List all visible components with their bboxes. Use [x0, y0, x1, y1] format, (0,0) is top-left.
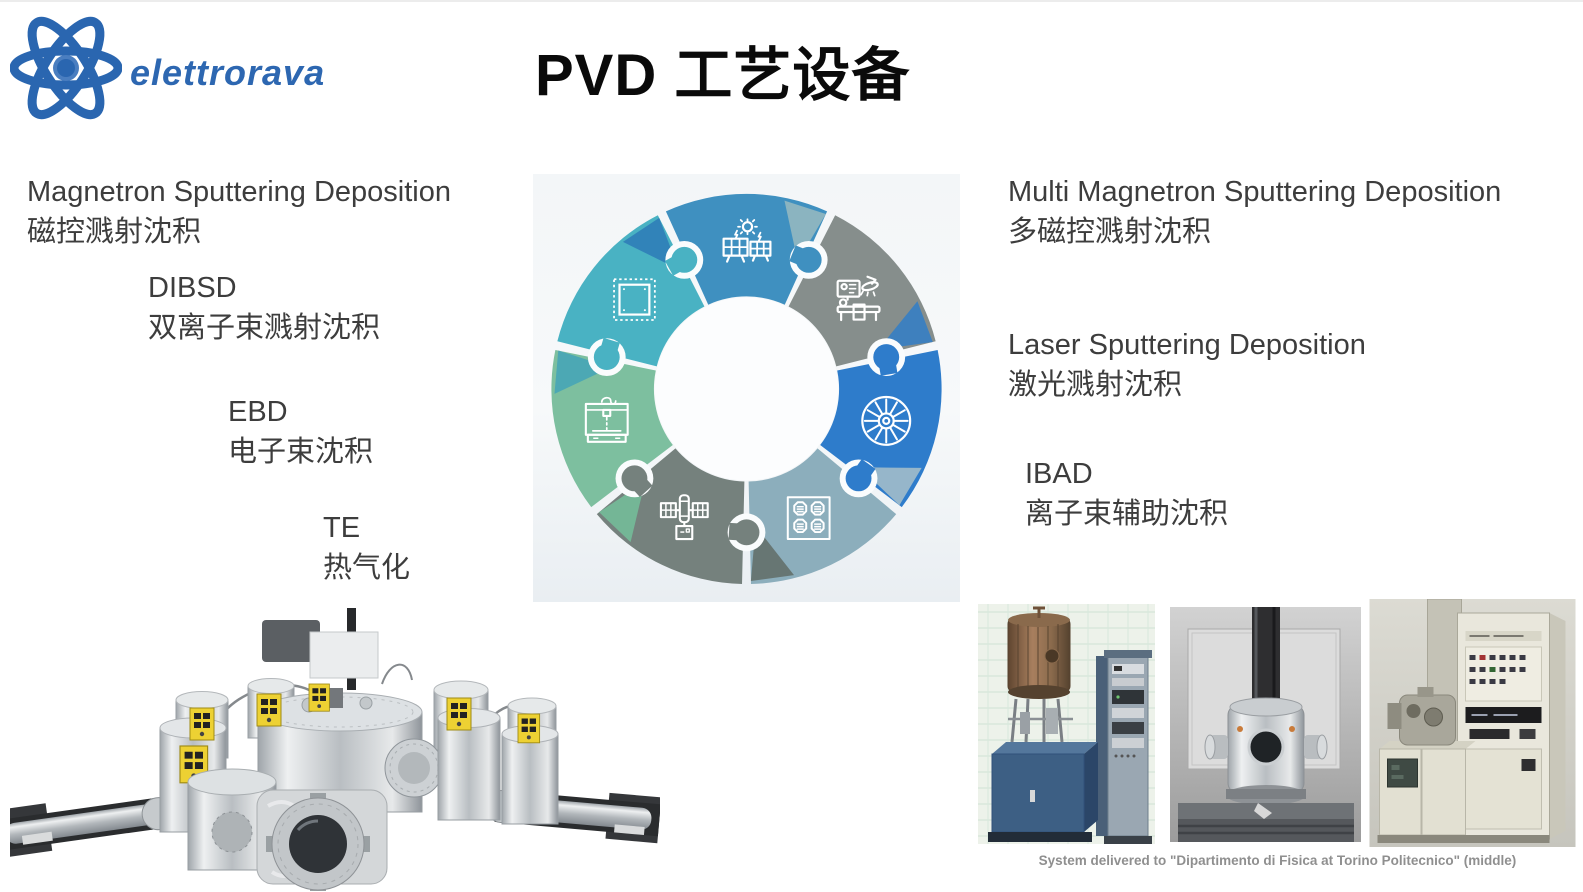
photo-caption: System delivered to "Dipartimento di Fis…	[1038, 853, 1517, 868]
label-magnetron-sputtering: Magnetron Sputtering Deposition 磁控溅射沈积	[27, 172, 451, 252]
puzzle-knob	[593, 344, 620, 371]
bell-jar-illustration	[978, 604, 1155, 844]
piece-accent	[622, 217, 679, 270]
atom-icon	[10, 16, 122, 120]
pvd-process-puzzle-diagram	[533, 174, 960, 602]
puzzle-knob	[845, 465, 872, 492]
label-en: DIBSD	[148, 272, 237, 304]
puzzle-knob	[733, 519, 760, 546]
photo-white-deposition-system	[1368, 599, 1577, 847]
label-en: Multi Magnetron Sputtering Deposition	[1008, 176, 1502, 208]
label-zh: 电子束沈积	[228, 436, 374, 468]
label-en: IBAD	[1025, 458, 1093, 490]
label-zh: 多磁控溅射沈积	[1008, 216, 1212, 248]
piece-accent	[784, 200, 826, 262]
label-zh: 离子束辅助沈积	[1025, 498, 1229, 530]
label-zh: 磁控溅射沈积	[27, 216, 202, 248]
puzzle-knob	[873, 344, 900, 371]
label-zh: 热气化	[323, 552, 411, 584]
label-ebd: EBD 电子束沈积	[228, 392, 373, 472]
column-chamber-illustration	[1170, 607, 1361, 842]
label-en: Magnetron Sputtering Deposition	[27, 176, 451, 208]
logo: elettrorava	[8, 4, 348, 134]
puzzle-knob	[621, 465, 648, 492]
photo-cluster-deposition-system	[0, 600, 662, 892]
photo-torino-chamber	[1168, 607, 1363, 842]
label-zh: 双离子束溅射沈积	[148, 312, 381, 344]
label-en: TE	[323, 512, 361, 544]
piece-accent	[554, 350, 611, 394]
puzzle-knob	[671, 246, 698, 273]
photo-bell-jar-system	[978, 604, 1155, 844]
label-zh: 激光溅射沈积	[1008, 369, 1183, 401]
cluster-tool-illustration	[0, 608, 662, 891]
puzzle-knob	[795, 246, 822, 273]
label-ibad: IBAD 离子束辅助沈积	[1025, 454, 1228, 534]
white-system-illustration	[1369, 599, 1576, 847]
label-multi-magnetron: Multi Magnetron Sputtering Deposition 多磁…	[1008, 172, 1501, 252]
puzzle-center	[654, 297, 839, 481]
label-en: Laser Sputtering Deposition	[1008, 329, 1366, 361]
label-en: EBD	[228, 396, 288, 428]
label-dibsd: DIBSD 双离子束溅射沈积	[148, 268, 380, 348]
label-te: TE 热气化	[323, 508, 410, 588]
piece-accent	[878, 301, 933, 350]
page-title: PVD 工艺设备	[535, 43, 911, 108]
logo-wordmark: elettrorava	[130, 52, 326, 93]
puzzle-piece-wafer-chips	[748, 448, 897, 585]
puzzle-ring	[551, 193, 942, 585]
label-laser-sputtering: Laser Sputtering Deposition 激光溅射沈积	[1008, 325, 1366, 405]
